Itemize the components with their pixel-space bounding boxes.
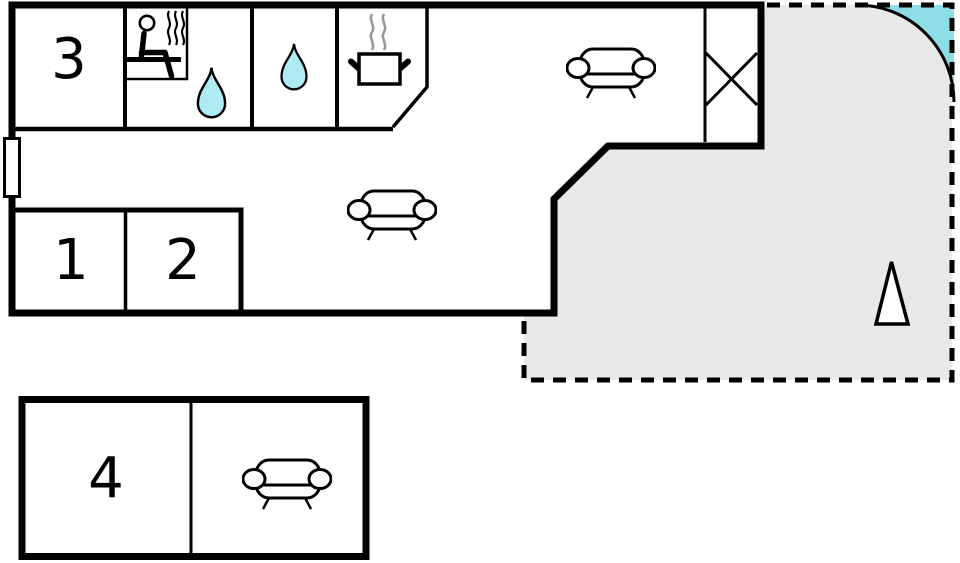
annex-building: 4 <box>18 396 370 560</box>
kitchen-partition-wall <box>391 5 429 129</box>
room-label-2: 2 <box>165 228 201 293</box>
terrace <box>521 2 956 383</box>
terrace-dashed-boundary <box>521 2 955 383</box>
sauna-enclosure <box>123 5 189 81</box>
cooking-pot-icon <box>348 13 411 86</box>
pot-steam-icon <box>369 13 387 51</box>
room-label-3: 3 <box>51 27 87 92</box>
exterior-walls <box>8 1 765 317</box>
sauna-person-icon <box>138 14 175 79</box>
main-building: 3 1 2 <box>3 1 765 317</box>
room-label-1: 1 <box>53 228 89 293</box>
crossed-box-icon <box>704 51 759 107</box>
sauna-bench <box>125 57 181 62</box>
sauna-area <box>123 5 189 81</box>
window-icon <box>3 137 21 198</box>
interior-walls <box>9 5 707 310</box>
door-swing-icon <box>856 3 956 103</box>
tree-icon <box>873 261 911 326</box>
terrace-floor <box>524 5 952 380</box>
room-label-4: 4 <box>88 446 124 511</box>
sauna-steam-icon <box>166 10 186 46</box>
